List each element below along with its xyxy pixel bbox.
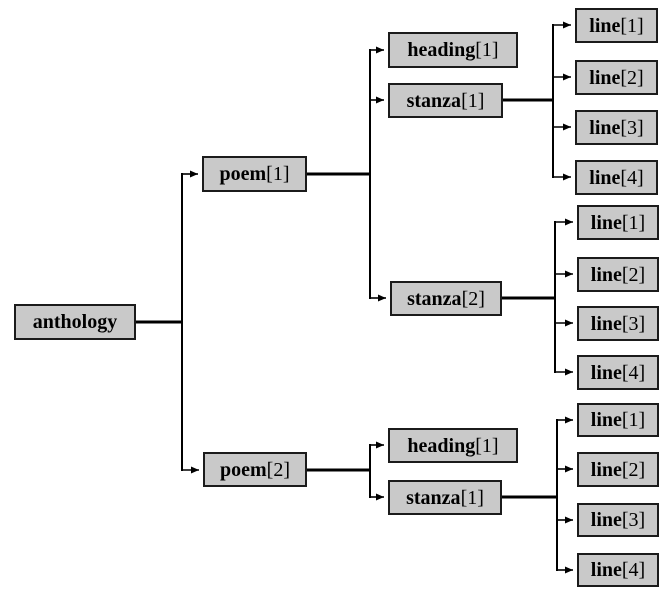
node-poem-2-stanza-1-line-1: line[1] [577,403,659,437]
node-index: [1] [621,409,646,431]
node-index: [2] [621,458,646,481]
node-index: [1] [621,211,646,234]
node-index: [2] [621,263,646,286]
node-index: [1] [461,89,485,112]
node-poem-2-stanza-1-line-3: line[3] [577,503,659,537]
node-index: [2] [620,66,644,89]
node-index: [3] [621,509,646,531]
node-poem-2-stanza-1: stanza[1] [388,480,502,515]
node-index: [3] [620,116,644,139]
node-poem-1-stanza-2: stanza[2] [390,281,502,316]
node-label: stanza [407,287,462,310]
node-label: line [590,509,622,531]
trunk-lines [181,24,558,571]
node-poem-1-stanza-2-line-3: line[3] [577,306,659,341]
node-poem-2-stanza-1-line-4: line[4] [577,553,659,587]
node-poem-1-stanza-2-line-1: line[1] [577,205,659,240]
node-index: [4] [621,361,646,384]
node-index: [4] [621,559,646,581]
node-index: [2] [461,287,485,310]
node-poem-1-stanza-1-line-3: line[3] [575,110,658,145]
node-label: line [589,66,621,89]
parent-feed-lines [136,98,557,499]
node-index: [1] [460,486,484,509]
node-label: line [590,409,622,431]
node-label: line [590,458,622,481]
node-label: line [590,559,622,581]
node-index: [4] [620,166,644,189]
node-label: line [590,211,622,234]
node-label: anthology [32,311,118,333]
node-poem-1-stanza-2-line-2: line[2] [577,257,659,292]
node-poem-1-stanza-1-line-2: line[2] [575,60,658,95]
node-poem-1: poem[1] [202,156,307,192]
child-arrow-lines [182,21,573,574]
node-poem-1-stanza-1-line-4: line[4] [575,160,658,195]
node-label: line [589,166,621,189]
node-poem-2-stanza-1-line-2: line[2] [577,452,659,487]
node-label: poem [220,458,267,481]
node-poem-1-stanza-1: stanza[1] [388,83,503,118]
node-index: [2] [266,458,290,481]
node-label: line [590,361,622,384]
node-poem-1-stanza-1-line-1: line[1] [575,8,658,43]
node-index: [1] [266,163,290,185]
node-label: line [590,263,622,286]
node-label: line [589,14,621,37]
node-poem-2-heading-1: heading[1] [388,428,518,463]
node-index: [1] [475,434,499,457]
node-label: heading [407,39,476,61]
node-index: [3] [621,312,646,335]
node-anthology: anthology [14,304,136,340]
node-label: line [590,312,622,335]
node-poem-2: poem[2] [203,452,307,487]
node-label: stanza [406,89,462,112]
node-label: line [589,116,621,139]
node-label: stanza [406,486,461,509]
node-poem-1-stanza-2-line-4: line[4] [577,355,659,390]
node-label: heading [407,434,476,457]
node-index: [1] [475,39,499,61]
node-index: [1] [620,14,644,37]
node-label: poem [219,163,267,185]
node-poem-1-heading-1: heading[1] [388,32,518,68]
